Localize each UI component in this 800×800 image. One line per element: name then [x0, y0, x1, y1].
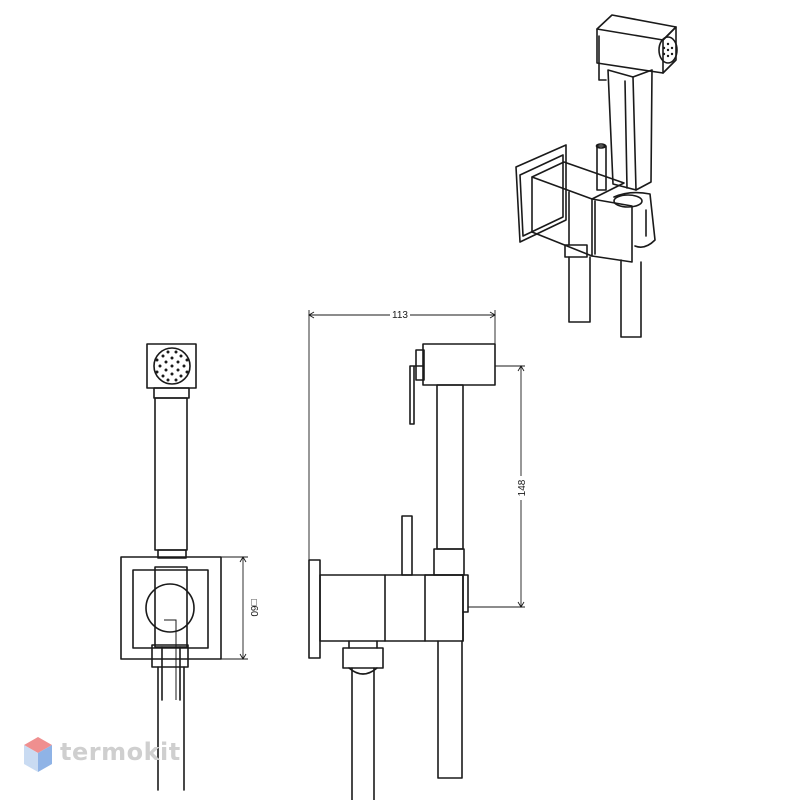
side-view [308, 343, 496, 800]
height-dimension: 148 [468, 365, 528, 608]
isometric-view [515, 14, 678, 338]
logo-left-face [24, 745, 38, 772]
termokit-logo-icon [24, 737, 52, 772]
plate-dimension: □60 [221, 556, 259, 660]
width-label: 113 [392, 310, 408, 321]
front-view [120, 343, 222, 791]
brand-watermark: termokit [60, 738, 181, 766]
iso-spray-nozzles [662, 42, 674, 58]
width-dimension: 113 [308, 307, 496, 560]
plate-size-label: □60 [248, 599, 259, 617]
spray-nozzles [155, 350, 189, 382]
logo-right-face [38, 745, 52, 772]
height-label: 148 [517, 479, 528, 496]
